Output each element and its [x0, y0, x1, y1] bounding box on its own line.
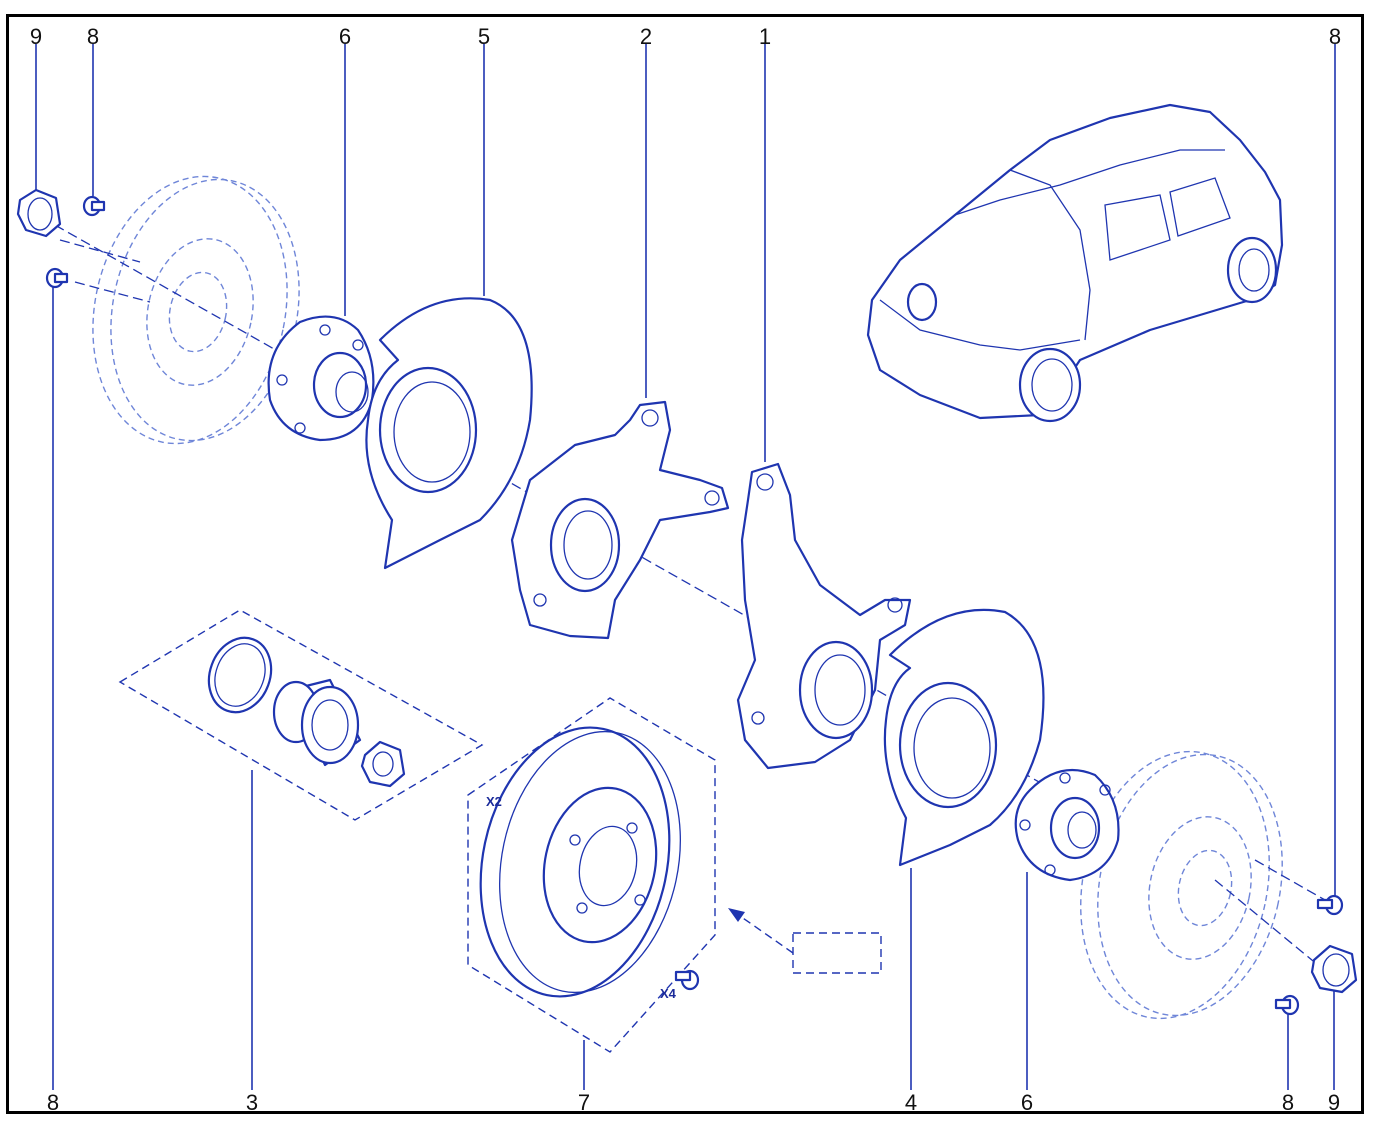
- callout-bottom-3: 7: [578, 1090, 590, 1115]
- callout-bottom-2: 3: [246, 1090, 258, 1115]
- wheel-nut-left: [16, 188, 62, 238]
- callout-bottom-5: 6: [1021, 1090, 1033, 1115]
- car-location-illustration: [866, 103, 1284, 423]
- bearing-kit-outline: [118, 609, 484, 821]
- disc-multiplier-label: X2: [486, 794, 502, 809]
- callouts-top: 9 8 6 5 2 1 8: [30, 24, 1341, 49]
- reference-arrow-line: [739, 915, 794, 954]
- assembly-axis-nut-right: [1214, 879, 1331, 976]
- diagram-frame: [6, 14, 1364, 1114]
- brake-disc: [479, 726, 681, 998]
- callout-top-2: 8: [87, 24, 99, 49]
- screw-mid-left: [45, 267, 69, 289]
- callout-top-4: 5: [478, 24, 490, 49]
- assembly-axis-bolt-left: [59, 239, 141, 263]
- screw-right-lower: [1274, 994, 1300, 1016]
- callout-bottom-4: 4: [905, 1090, 917, 1115]
- wheel-nut-right: [1310, 944, 1358, 994]
- highlighted-hub: [906, 282, 938, 322]
- callout-top-5: 2: [640, 24, 652, 49]
- screw-multiplier-label: X4: [660, 986, 677, 1001]
- callout-bottom-1: 8: [47, 1090, 59, 1115]
- snap-ring: [207, 636, 273, 714]
- front-wheel: [1018, 347, 1082, 423]
- steering-knuckle-1: [736, 462, 912, 770]
- leader-lines: [35, 44, 1336, 1090]
- callout-bottom-7: 9: [1328, 1090, 1340, 1115]
- wheel-bearing: [272, 678, 362, 767]
- hub-nut: [360, 740, 406, 788]
- wheel-hub-left: [267, 315, 375, 442]
- dust-shield-left: [365, 297, 533, 570]
- wheel-hub-right: [1014, 768, 1120, 882]
- callout-top-7: 8: [1329, 24, 1341, 49]
- screw-right-upper: [1316, 894, 1344, 916]
- callout-top-3: 6: [339, 24, 351, 49]
- disc-screw: [674, 969, 700, 991]
- assembly-axis-screw-left: [74, 281, 151, 303]
- callout-top-6: 1: [759, 24, 771, 49]
- callout-top-1: 9: [30, 24, 42, 49]
- callout-bottom-6: 8: [1282, 1090, 1294, 1115]
- screw-top-left: [82, 195, 106, 217]
- reference-box: [792, 932, 882, 974]
- assembly-axis-screw-right: [1254, 859, 1326, 901]
- reference-arrow-head: [728, 908, 745, 922]
- callouts-bottom: 8 3 7 4 6 8 9: [47, 1090, 1340, 1115]
- brake-disc-kit-outline: [467, 697, 716, 1053]
- dust-shield-right: [883, 608, 1045, 867]
- steering-knuckle-2: [510, 400, 730, 640]
